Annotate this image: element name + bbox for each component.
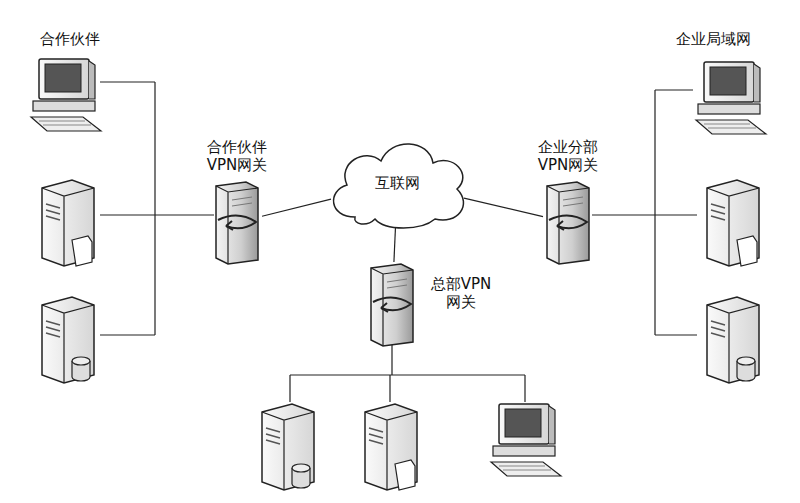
vpn-gateway: 合作伙伴 VPN网关	[212, 180, 262, 265]
network-link	[464, 198, 543, 217]
gateway-label: 合作伙伴 VPN网关	[201, 138, 273, 174]
gateway-label: 企业分部 VPN网关	[532, 138, 604, 174]
network-link	[394, 224, 396, 262]
vpn-gateway: 企业分部 VPN网关	[543, 180, 593, 265]
vpn-gateway: 总部VPN 网关	[367, 262, 417, 347]
internet-cloud: 互联网	[325, 135, 470, 230]
cloud-label: 互联网	[325, 174, 470, 192]
group-label: 企业局域网	[676, 30, 751, 49]
network-link	[262, 199, 331, 216]
gateway-label: 总部VPN 网关	[425, 275, 497, 311]
group-label: 合作伙伴	[40, 30, 100, 49]
